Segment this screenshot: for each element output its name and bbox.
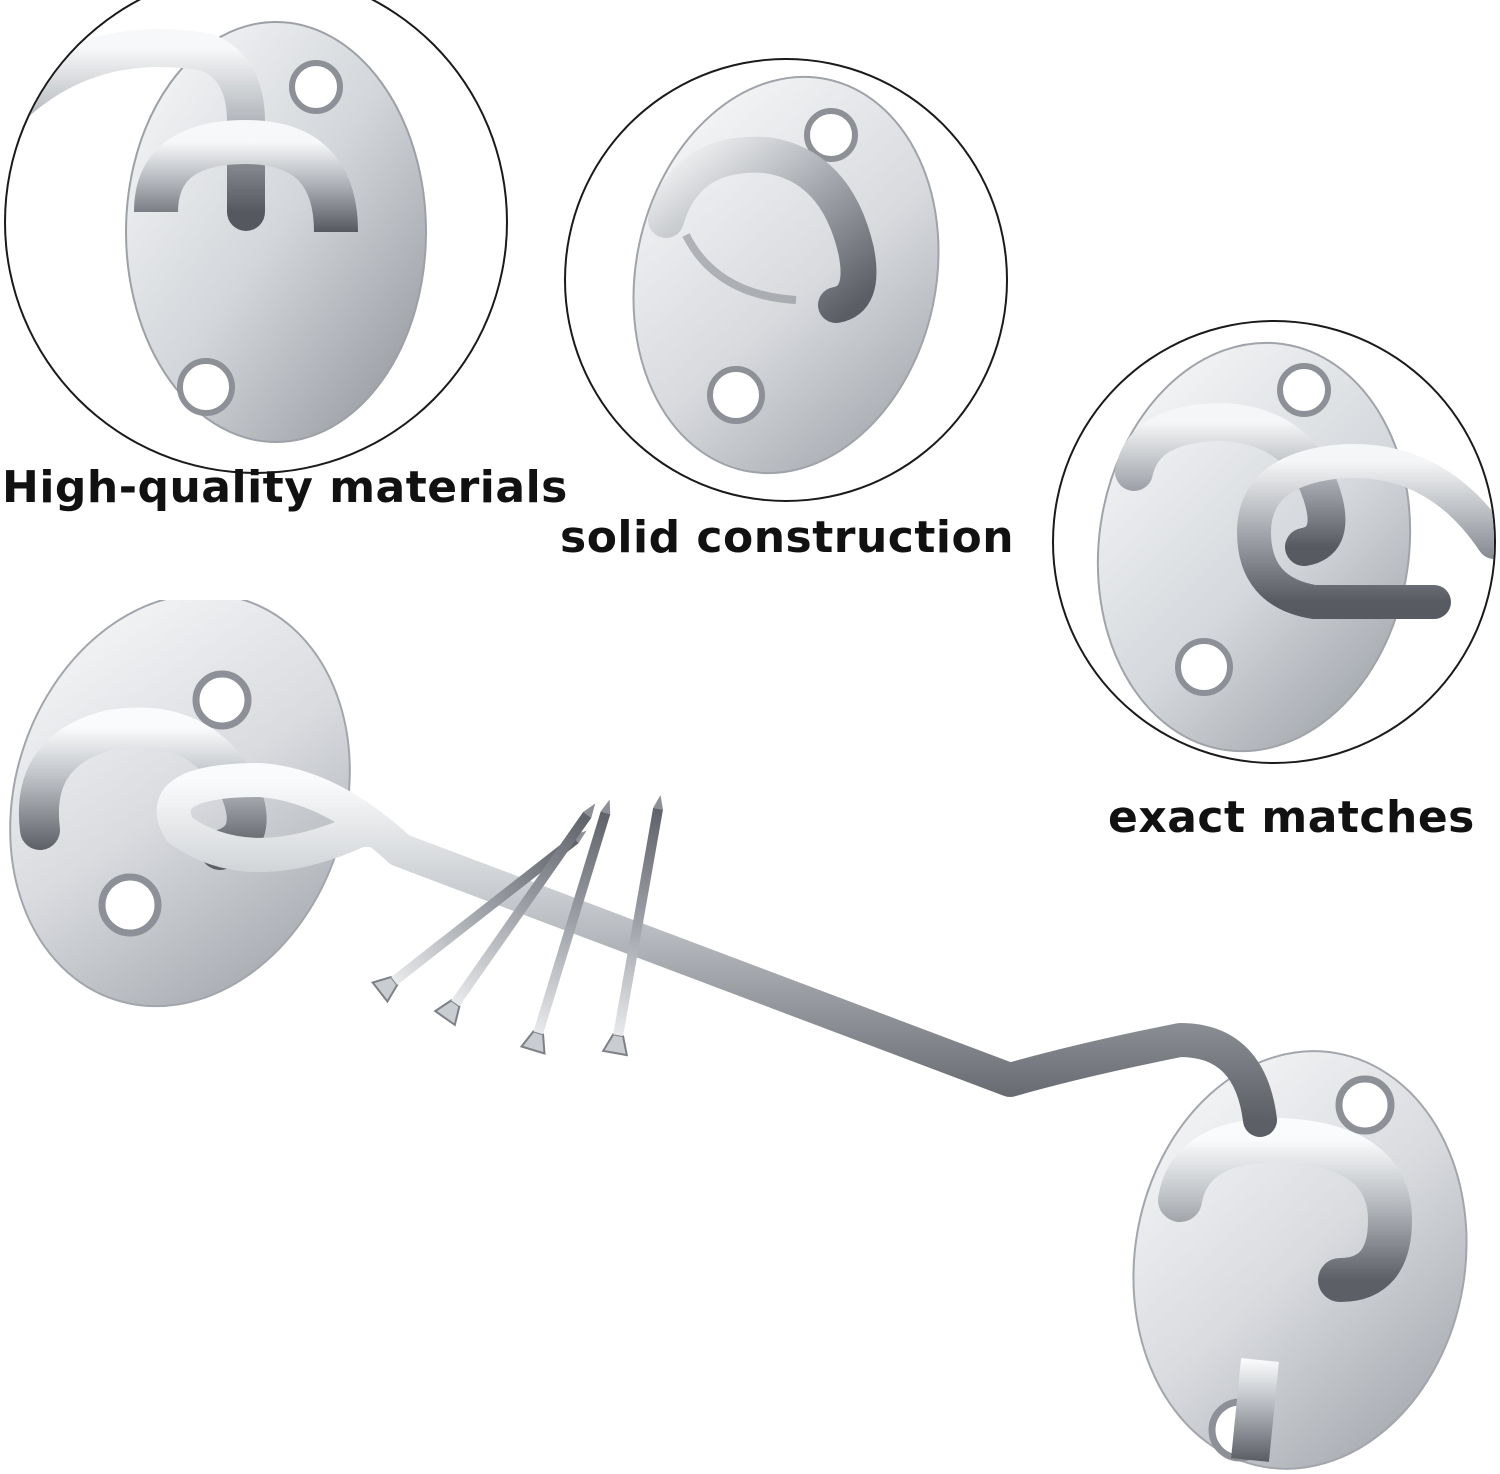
plate-with-hook-closeup xyxy=(6,21,427,443)
caption-materials: High-quality materials xyxy=(2,462,568,513)
detail-circle-materials xyxy=(6,0,506,472)
caption-construction: solid construction xyxy=(560,512,1015,563)
screws xyxy=(370,794,663,1057)
screw-2 xyxy=(433,803,596,1027)
left-mounting-plate xyxy=(9,600,351,1008)
right-mounting-plate xyxy=(1132,1050,1468,1470)
screw-4 xyxy=(601,794,663,1057)
screw-1 xyxy=(370,830,587,1004)
detail-circle-matches xyxy=(1054,322,1494,762)
screw-3 xyxy=(519,799,611,1055)
cabin-hook-latch-illustration xyxy=(9,600,1468,1470)
plate-with-eye-closeup xyxy=(632,75,940,475)
detail-circle-construction xyxy=(566,60,1006,500)
caption-matches: exact matches xyxy=(1108,792,1475,843)
hook-rod xyxy=(156,763,1277,1137)
plate-with-hook-end-closeup xyxy=(1096,341,1494,753)
